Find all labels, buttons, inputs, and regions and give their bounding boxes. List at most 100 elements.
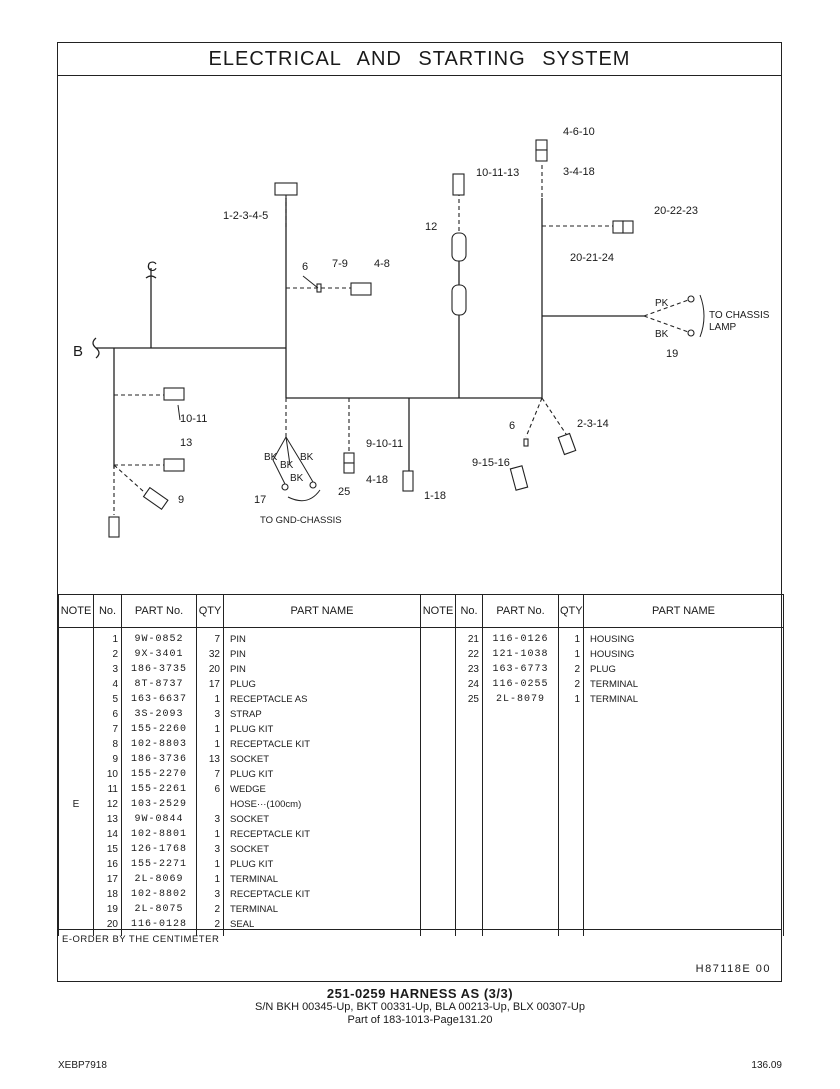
label-7-9: 7-9 [332,258,348,270]
part-no-cell [482,902,559,917]
serial-numbers: S/N BKH 00345-Up, BKT 00331-Up, BLA 0021… [255,1001,585,1013]
part-no-cell [482,722,559,737]
label-4-6-10: 4-6-10 [563,126,595,138]
label-bk-3: BK [280,460,294,471]
part-name-cell: RECEPTACLE KIT [223,887,421,902]
part-no-cell: 103-2529 [121,797,197,812]
part-name-cell [583,902,784,917]
document-code: XEBP7918 [58,1060,107,1071]
part-name-cell: PLUG KIT [223,767,421,782]
note-cell [58,887,94,902]
part-no-cell: 9W-0852 [121,632,197,647]
note-cell [420,857,456,872]
label-2-3-14: 2-3-14 [577,418,609,430]
note-cell [58,872,94,887]
part-name-cell: PLUG [583,662,784,677]
qty-cell: 1 [196,692,224,707]
no-cell: 11 [93,782,122,797]
part-no-cell: 155-2270 [121,767,197,782]
qty-cell [558,752,584,767]
qty-cell [558,857,584,872]
note-cell [420,827,456,842]
no-cell: 24 [455,677,483,692]
qty-cell: 1 [558,647,584,662]
no-cell: 14 [93,827,122,842]
note-cell [420,752,456,767]
note-cell [58,692,94,707]
part-no-cell: 3S-2093 [121,707,197,722]
qty-cell [558,737,584,752]
part-name-cell [583,737,784,752]
no-cell: 17 [93,872,122,887]
qty-cell: 1 [558,632,584,647]
no-cell: 19 [93,902,122,917]
label-bk-4: BK [290,473,304,484]
no-cell [455,797,483,812]
label-pk: PK [655,298,669,309]
part-name-cell [583,767,784,782]
part-no-cell: 2L-8079 [482,692,559,707]
no-cell [455,737,483,752]
label-13: 13 [180,437,192,449]
part-no-cell: 102-8801 [121,827,197,842]
no-cell: 2 [93,647,122,662]
label-bk: BK [655,329,669,340]
part-no-cell: 155-2261 [121,782,197,797]
spacer-cell [583,932,784,936]
no-cell [455,827,483,842]
page-title: ELECTRICAL AND STARTING SYSTEM [58,43,781,76]
part-no-cell [482,737,559,752]
note-cell [58,632,94,647]
label-20-22-23: 20-22-23 [654,205,698,217]
qty-cell: 3 [196,707,224,722]
part-no-cell [482,827,559,842]
part-no-cell [482,782,559,797]
part-name-cell [583,797,784,812]
part-name-cell: HOSE···(100cm) [223,797,421,812]
qty-cell: 2 [558,662,584,677]
part-name-cell: TERMINAL [223,902,421,917]
label-4-8: 4-8 [374,258,390,270]
qty-cell: 1 [558,692,584,707]
part-no-cell [482,887,559,902]
part-no-cell: 186-3736 [121,752,197,767]
note-cell [420,887,456,902]
header-part-name: PART NAME [223,594,421,628]
qty-cell [558,887,584,902]
label-9-15-16: 9-15-16 [472,457,510,469]
part-name-cell: TERMINAL [583,677,784,692]
qty-cell: 2 [558,677,584,692]
qty-cell [558,827,584,842]
qty-cell: 3 [196,812,224,827]
qty-cell [558,872,584,887]
part-no-cell: 121-1038 [482,647,559,662]
no-cell: 5 [93,692,122,707]
part-name-cell: STRAP [223,707,421,722]
no-cell [455,812,483,827]
no-cell: 25 [455,692,483,707]
no-cell: 23 [455,662,483,677]
no-cell [455,782,483,797]
note-cell [420,767,456,782]
note-cell [420,632,456,647]
qty-cell: 3 [196,887,224,902]
no-cell: 7 [93,722,122,737]
label-19: 19 [666,348,678,360]
no-cell [455,857,483,872]
part-name-cell [583,872,784,887]
qty-cell: 1 [196,737,224,752]
note-cell [58,902,94,917]
note-cell [420,677,456,692]
part-no-cell: 116-0255 [482,677,559,692]
part-name-cell: PIN [223,662,421,677]
part-name-cell [583,827,784,842]
part-reference: Part of 183-1013-Page131.20 [347,1014,493,1026]
part-no-cell: 163-6637 [121,692,197,707]
note-cell [420,872,456,887]
